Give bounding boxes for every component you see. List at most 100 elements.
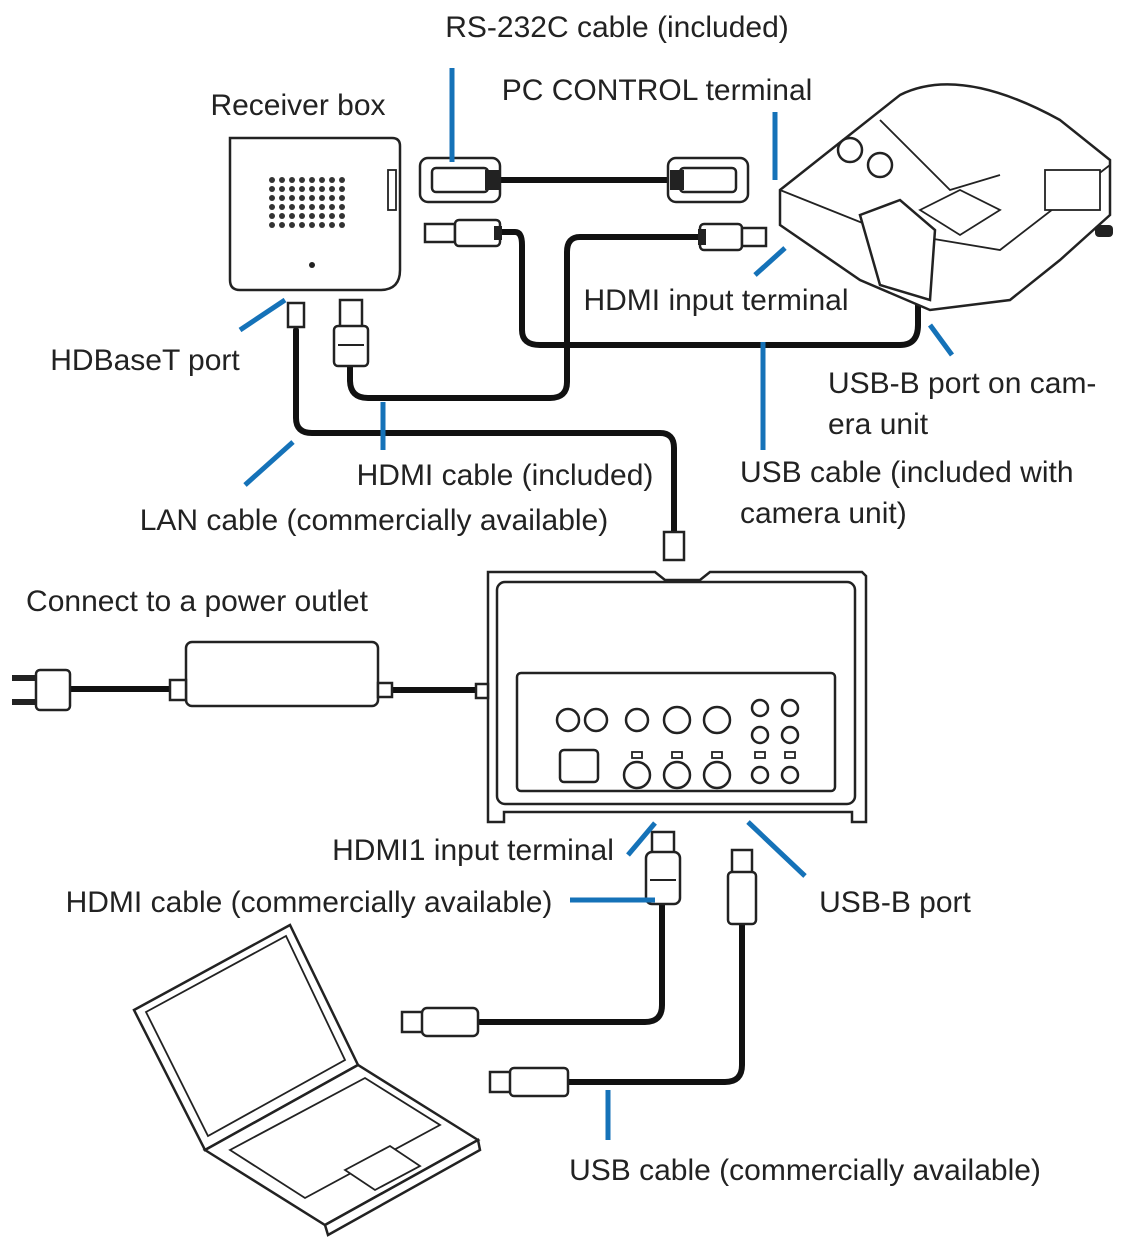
vent-hole (329, 222, 335, 228)
label-usb-cable-commercial: USB cable (commercially available) (569, 1154, 1041, 1187)
hdmi-plug-transmitter (644, 830, 682, 906)
hdmi-plug-receiver (332, 298, 370, 368)
vent-hole (339, 204, 345, 210)
vent-hole (279, 222, 285, 228)
label-usb-b-port-camera-line2: era unit (828, 408, 929, 441)
indicator-led (631, 751, 643, 759)
label-receiver-box: Receiver box (210, 89, 385, 122)
receiver-vent-grille (269, 177, 345, 228)
label-usb-b-port-camera-line1: USB-B port on cam- (828, 367, 1096, 400)
leader-lines (238, 68, 955, 1140)
label-hdmi-input-terminal: HDMI input terminal (583, 284, 848, 317)
vent-hole (279, 195, 285, 201)
vent-hole (299, 222, 305, 228)
indicator-led (784, 751, 796, 759)
vent-hole (289, 204, 295, 210)
hdmi-plug-laptop (400, 1006, 480, 1038)
vent-hole (289, 186, 295, 192)
vent-hole (319, 204, 325, 210)
vent-hole (299, 186, 305, 192)
vent-hole (319, 195, 325, 201)
vent-hole (329, 213, 335, 219)
vent-hole (339, 177, 345, 183)
label-lan-cable: LAN cable (commercially available) (140, 504, 609, 537)
label-rs232c-cable: RS-232C cable (included) (445, 11, 789, 44)
panel-connectors (555, 698, 800, 790)
vent-hole (309, 213, 315, 219)
vent-hole (309, 204, 315, 210)
indicator-led (671, 751, 683, 759)
label-power-outlet: Connect to a power outlet (26, 585, 369, 618)
vent-hole (329, 186, 335, 192)
vent-hole (309, 177, 315, 183)
vent-hole (289, 222, 295, 228)
indicator-led (754, 751, 766, 759)
vent-hole (339, 213, 345, 219)
vent-hole (279, 177, 285, 183)
hdmi-cable-included (347, 234, 703, 401)
ac-adapter (168, 640, 394, 708)
hdmi-plug-projector (698, 222, 768, 252)
hdbaset-port-plug (286, 301, 306, 329)
panel-jack (555, 707, 581, 733)
panel-small-jack (780, 725, 800, 745)
db9-connector-left (418, 156, 502, 204)
vent-hole (339, 222, 345, 228)
projector (778, 83, 1113, 312)
vent-hole (319, 213, 325, 219)
usb-a-plug-transmitter (726, 848, 758, 926)
vent-hole (319, 222, 325, 228)
laptop (132, 923, 482, 1237)
vent-hole (329, 177, 335, 183)
label-usb-cable-camera-line2: camera unit) (740, 497, 907, 530)
vent-hole (339, 195, 345, 201)
panel-jack (662, 760, 692, 790)
vent-hole (289, 177, 295, 183)
label-pc-control-terminal: PC CONTROL terminal (502, 74, 813, 107)
usb-a-plug-laptop (488, 1066, 570, 1098)
panel-jack (702, 760, 732, 790)
vent-hole (319, 186, 325, 192)
vent-hole (269, 195, 275, 201)
vent-hole (269, 204, 275, 210)
panel-jack (583, 707, 609, 733)
vent-hole (329, 204, 335, 210)
lan-cable (293, 327, 677, 535)
rj45-plug-top (662, 530, 686, 562)
label-hdmi1-input-terminal: HDMI1 input terminal (332, 834, 614, 867)
vent-hole (339, 186, 345, 192)
panel-square-port (558, 748, 600, 784)
label-hdbaset-port: HDBaseT port (50, 344, 240, 377)
vent-hole (269, 213, 275, 219)
panel-jack (702, 705, 732, 735)
usb-cable-commercial (565, 922, 745, 1085)
label-usb-cable-camera-line1: USB cable (included with (740, 456, 1074, 489)
vent-hole (299, 195, 305, 201)
vent-hole (309, 222, 315, 228)
vent-hole (329, 195, 335, 201)
panel-small-jack (780, 698, 800, 718)
panel-jack (662, 705, 692, 735)
panel-jack (622, 760, 652, 790)
vent-hole (289, 195, 295, 201)
label-hdmi-cable-included: HDMI cable (included) (357, 459, 654, 492)
panel-small-jack (780, 765, 800, 785)
power-plug (12, 668, 72, 712)
panel-small-jack (750, 765, 770, 785)
usb-a-plug-receiver (423, 218, 502, 248)
vent-hole (269, 186, 275, 192)
vent-hole (269, 222, 275, 228)
indicator-led (711, 751, 723, 759)
vent-hole (279, 213, 285, 219)
panel-jack (624, 707, 650, 733)
vent-hole (279, 186, 285, 192)
receiver-box (228, 136, 402, 292)
hdmi-cable-commercial (477, 902, 665, 1025)
db9-connector-right (666, 156, 750, 204)
vent-hole (299, 213, 305, 219)
vent-hole (299, 204, 305, 210)
usb-cable-camera (499, 229, 921, 348)
panel-small-jack (750, 725, 770, 745)
label-hdmi-cable-commercial: HDMI cable (commercially available) (66, 886, 553, 919)
